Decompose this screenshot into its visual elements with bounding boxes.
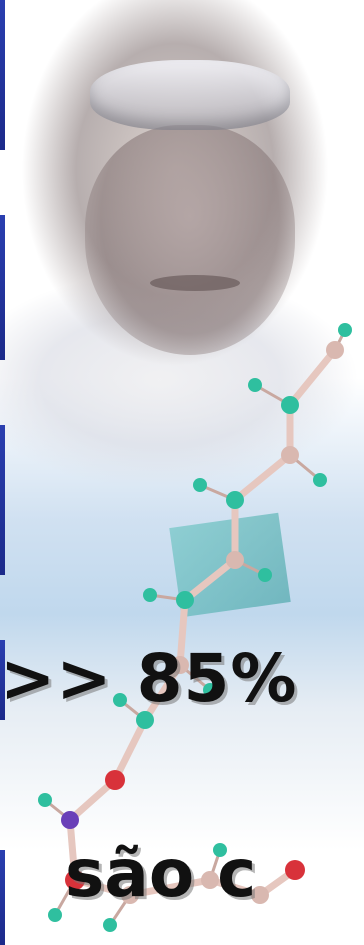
- carbon-atom: [201, 871, 219, 889]
- nitrogen-atom: [61, 811, 79, 829]
- carbon-atom: [226, 551, 244, 569]
- hydrogen-atom: [313, 473, 327, 487]
- scientist-face: [85, 125, 295, 355]
- molecule-bond: [111, 716, 149, 784]
- hydrogen-atom: [38, 793, 52, 807]
- hydrogen-atom: [226, 491, 244, 509]
- hydrogen-atom: [248, 378, 262, 392]
- molecule-bond: [286, 346, 339, 409]
- left-accent-bar: [0, 425, 5, 575]
- oxygen-atom: [65, 870, 85, 890]
- left-accent-bar: [0, 850, 5, 945]
- left-accent-bar: [0, 0, 5, 150]
- carbon-atom: [326, 341, 344, 359]
- headline-line-1: >> 85%: [0, 640, 298, 717]
- carbon-atom: [171, 656, 189, 674]
- molecule-bond: [126, 876, 214, 899]
- oxygen-atom: [105, 770, 125, 790]
- molecule-bond: [231, 451, 294, 504]
- left-accent-bar: [0, 215, 5, 360]
- molecule-bond: [66, 776, 119, 824]
- hydrogen-atom: [103, 918, 117, 932]
- oxygen-atom: [285, 860, 305, 880]
- scientist-mouth: [150, 275, 240, 291]
- hydrogen-atom: [203, 683, 217, 697]
- hydrogen-atom: [143, 588, 157, 602]
- hydrogen-atom: [176, 591, 194, 609]
- hydrogen-atom: [136, 711, 154, 729]
- hydrogen-atom: [48, 908, 62, 922]
- hydrogen-atom: [258, 568, 272, 582]
- hydrogen-atom: [213, 843, 227, 857]
- hydrogen-atom: [338, 323, 352, 337]
- carbon-atom: [251, 886, 269, 904]
- molecule-bond: [181, 556, 239, 604]
- hydrogen-atom: [281, 396, 299, 414]
- carbon-atom: [121, 886, 139, 904]
- molecule-bond: [141, 661, 184, 724]
- molecule-bond: [176, 596, 189, 669]
- hydrogen-atom: [113, 693, 127, 707]
- left-accent-bar: [0, 640, 5, 720]
- hydrogen-atom: [193, 478, 207, 492]
- carbon-atom: [281, 446, 299, 464]
- molecule-bond: [66, 816, 79, 884]
- headline-line-2: são c: [65, 835, 257, 912]
- safety-goggles: [90, 60, 290, 130]
